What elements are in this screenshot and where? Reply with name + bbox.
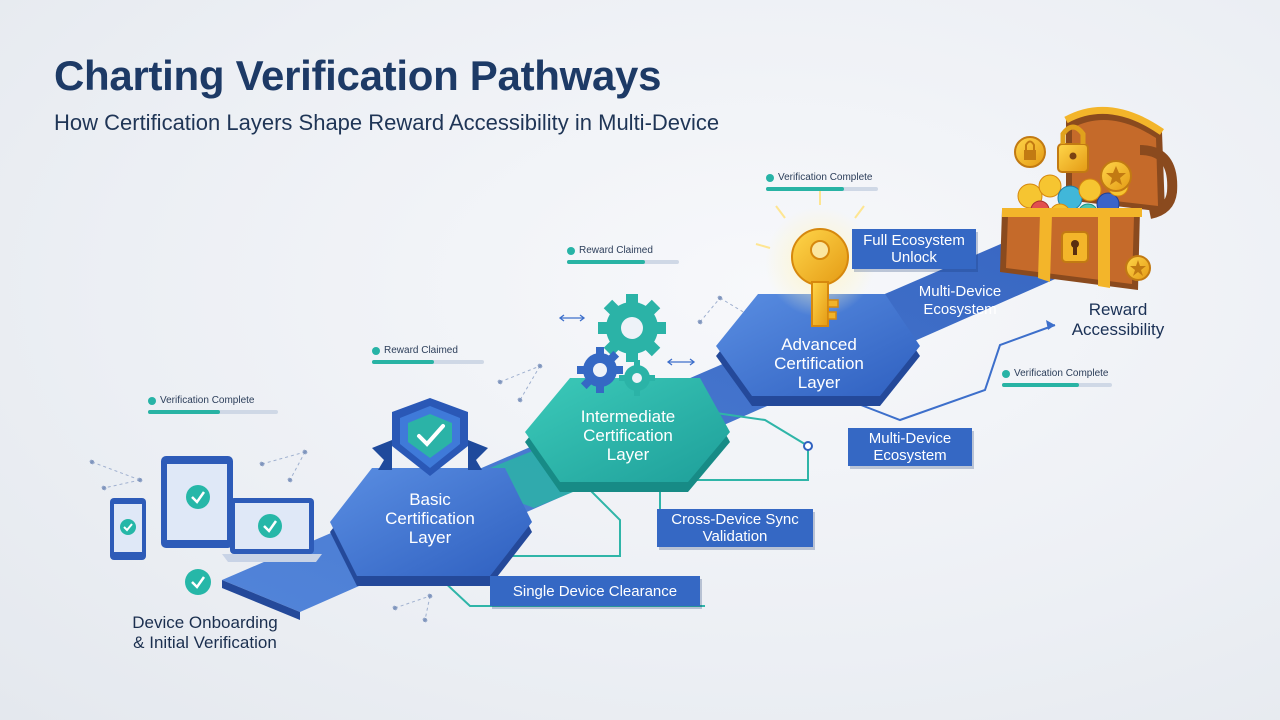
multi-device-upper-label-1: Multi-Device [919, 283, 1002, 300]
status-progress-bar [372, 360, 484, 364]
shield-check-icon [372, 398, 488, 476]
onboarding-caption-2: & Initial Verification [133, 633, 277, 652]
status-text: Verification Complete [1014, 368, 1109, 379]
single-device-clearance-text: Single Device Clearance [512, 582, 678, 600]
status-text: Reward Claimed [579, 245, 653, 256]
status-progress-bar [1002, 383, 1112, 387]
reward-caption-2: Accessibility [1071, 320, 1165, 339]
devices-icon [110, 456, 322, 595]
status-dot-icon [372, 346, 380, 355]
intermediate-layer-label-3: Layer [607, 445, 650, 464]
status-dot-icon [567, 246, 575, 255]
basic-layer-tile [330, 468, 532, 586]
advanced-layer-label-1: Advanced [781, 335, 857, 354]
intermediate-layer-tile [525, 378, 730, 492]
status-progress-bar [766, 187, 878, 191]
cross-device-sync-callout: Cross-Device Sync Validation [657, 509, 813, 547]
status-tag: Verification Complete [148, 395, 278, 414]
status-tag: Verification Complete [766, 172, 878, 191]
onboarding-caption-1: Device Onboarding [132, 613, 278, 632]
page-subtitle: How Certification Layers Shape Reward Ac… [54, 110, 720, 135]
network-decoration [89, 295, 753, 623]
status-tag: Reward Claimed [567, 245, 679, 264]
multi-device-ecosystem-callout: Multi-Device Ecosystem [848, 428, 972, 466]
basic-layer-label-2: Certification [385, 509, 475, 528]
gears-icon [577, 294, 666, 396]
cross-device-sync-text-1: Cross-Device Sync [671, 511, 799, 528]
status-tag: Verification Complete [1002, 368, 1112, 387]
status-text: Verification Complete [160, 395, 255, 406]
status-dot-icon [1002, 369, 1010, 378]
page-title: Charting Verification Pathways [54, 52, 662, 99]
key-icon [755, 190, 885, 327]
full-ecosystem-unlock-text-2: Unlock [891, 249, 937, 266]
reward-accessibility-caption: Reward Accessibility [1052, 300, 1184, 340]
intermediate-layer-label-2: Certification [583, 426, 673, 445]
multi-device-ecosystem-text-2: Ecosystem [873, 447, 947, 464]
basic-layer-label-1: Basic [409, 490, 451, 509]
sync-arrows [558, 314, 696, 366]
single-device-clearance-callout: Single Device Clearance [490, 576, 700, 606]
intermediate-layer-label-1: Intermediate [581, 407, 676, 426]
reward-caption-1: Reward [1088, 300, 1148, 319]
treasure-chest-icon [1000, 106, 1178, 290]
advanced-layer-label-2: Certification [774, 354, 864, 373]
full-ecosystem-unlock-callout: Full Ecosystem Unlock [852, 229, 976, 269]
full-ecosystem-unlock-text-1: Full Ecosystem [863, 232, 965, 249]
status-dot-icon [766, 173, 774, 182]
cross-device-sync-text-2: Validation [702, 528, 768, 545]
multi-device-upper-label-2: Ecosystem [923, 301, 996, 318]
advanced-layer-tile [716, 294, 920, 406]
status-text: Reward Claimed [384, 345, 458, 356]
basic-layer-label-3: Layer [409, 528, 452, 547]
status-dot-icon [148, 396, 156, 405]
status-progress-bar [148, 410, 278, 414]
advanced-layer-label-3: Layer [798, 373, 841, 392]
onboarding-caption: Device Onboarding & Initial Verification [110, 613, 300, 653]
status-progress-bar [567, 260, 679, 264]
status-tag: Reward Claimed [372, 345, 484, 364]
multi-device-ecosystem-text-1: Multi-Device [868, 430, 952, 447]
status-text: Verification Complete [778, 172, 873, 183]
